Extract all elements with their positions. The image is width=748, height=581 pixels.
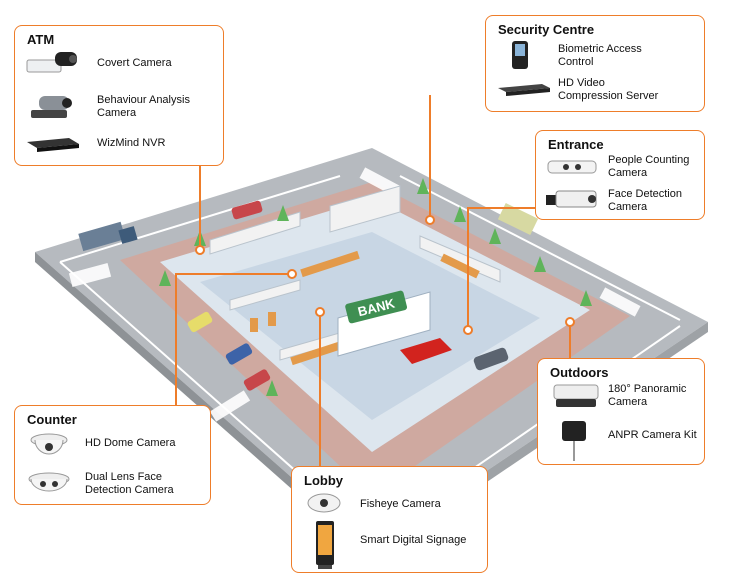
counter-item-2: Dual Lens Face Detection Camera	[85, 471, 174, 496]
counter-card: Counter HD Dome Camera Dual Lens Face De…	[14, 405, 211, 505]
atm-card: ATM Covert Camera Behaviour Analysis Cam…	[14, 25, 224, 166]
digital-signage-icon	[314, 519, 336, 571]
lobby-title: Lobby	[304, 473, 343, 488]
compression-server-icon	[496, 82, 552, 98]
truck	[78, 221, 138, 252]
panoramic-camera-icon	[552, 383, 600, 411]
atm-item-3: WizMind NVR	[97, 137, 166, 149]
outdoors-item-1: 180° Panoramic Camera	[608, 383, 687, 408]
face-detection-camera-icon	[544, 189, 600, 211]
counter-title: Counter	[27, 412, 77, 427]
bank-sign: BANK	[345, 290, 408, 324]
counter-item-1: HD Dome Camera	[85, 437, 176, 449]
dual-lens-camera-icon	[27, 470, 71, 496]
covert-camera-icon	[25, 48, 81, 78]
people-counting-camera-icon	[546, 155, 598, 177]
biometric-access-control-icon	[511, 40, 529, 70]
connector-lines	[175, 95, 571, 466]
nvr-icon	[25, 134, 81, 154]
dome-camera-icon	[29, 430, 69, 458]
lobby-item-2: Smart Digital Signage	[360, 534, 467, 546]
lobby-card: Lobby Fisheye Camera Smart Digital Signa…	[291, 466, 488, 573]
outdoors-title: Outdoors	[550, 365, 609, 380]
outdoors-card: Outdoors 180° Panoramic Camera ANPR Came…	[537, 358, 705, 465]
entrance-card: Entrance People Counting Camera Face Det…	[535, 130, 705, 220]
atm-title: ATM	[27, 32, 55, 47]
entrance-item-2: Face Detection Camera	[608, 188, 682, 213]
outdoors-item-2: ANPR Camera Kit	[608, 429, 697, 441]
entrance-title: Entrance	[548, 137, 604, 152]
atm-item-2: Behaviour Analysis Camera	[97, 94, 190, 119]
behaviour-analysis-camera-icon	[25, 90, 81, 120]
lobby-item-1: Fisheye Camera	[360, 498, 441, 510]
atm-item-1: Covert Camera	[97, 57, 172, 69]
security-centre-card: Security Centre Biometric Access Control…	[485, 15, 705, 112]
anpr-camera-kit-icon	[560, 419, 588, 463]
entrance-item-1: People Counting Camera	[608, 154, 690, 179]
security-item-2: HD Video Compression Server	[558, 77, 659, 102]
fisheye-camera-icon	[306, 491, 342, 515]
van	[497, 203, 539, 235]
camera-markers	[195, 215, 575, 335]
security-item-1: Biometric Access Control	[558, 43, 642, 68]
security-centre-title: Security Centre	[498, 22, 595, 37]
